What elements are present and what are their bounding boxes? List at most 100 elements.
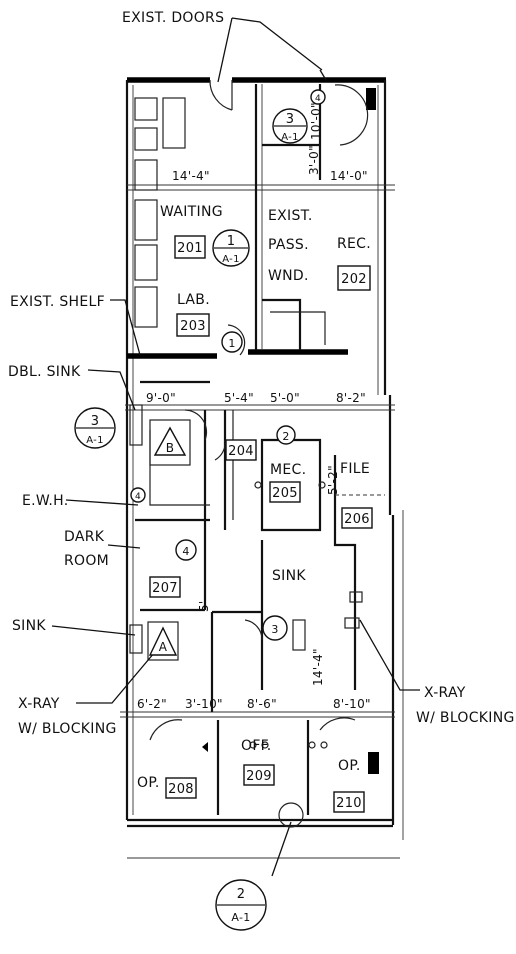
label-sink-left: SINK xyxy=(12,618,46,634)
door-swing-lab xyxy=(227,324,246,356)
equipment-block-top xyxy=(366,88,376,110)
equipment-mark-b: B xyxy=(166,441,175,455)
label-off: OFF. xyxy=(241,738,272,754)
triangle-b xyxy=(153,426,187,456)
section-mark-bottom-number: 2 xyxy=(237,887,246,902)
leader-bottom-section xyxy=(271,821,292,877)
dim-8-10: 8'-10" xyxy=(333,697,371,711)
door-mark-4: 4 xyxy=(182,545,189,558)
door-mark-1: 1 xyxy=(228,337,235,350)
callout-labels: EXIST. DOORS EXIST. SHELF DBL. SINK E.W.… xyxy=(8,10,515,737)
right-exterior-wall xyxy=(383,80,395,825)
walls xyxy=(120,77,404,859)
dim-3-10: 3'-10" xyxy=(185,697,223,711)
door-mark-ewh: 4 xyxy=(135,492,141,502)
fixtures xyxy=(129,79,379,774)
chair-2 xyxy=(162,97,186,149)
leader-exist-doors-tick xyxy=(319,69,327,81)
leader-sink-left xyxy=(51,625,136,636)
door-marks: 1 2 4 4 3 4 xyxy=(130,89,326,641)
arrow-marker xyxy=(202,742,208,752)
section-mark-left: 3 A-1 xyxy=(74,407,116,449)
room-number-204: 204 xyxy=(228,444,254,459)
label-rec: REC. xyxy=(337,236,371,252)
label-exist-pass-2: PASS. xyxy=(268,237,309,253)
section-mark-bottom-sheet: A-1 xyxy=(231,911,250,924)
dim-14-4-top: 14'-4" xyxy=(172,169,210,183)
section-mark-mid-number: 1 xyxy=(227,234,236,249)
equipment-marks: B A xyxy=(148,426,187,656)
door-mark-3: 3 xyxy=(271,623,278,636)
pass-window-frame xyxy=(262,298,302,350)
xray-block-right xyxy=(349,591,363,603)
label-sink-mid: SINK xyxy=(272,568,306,584)
leader-exist-doors-right xyxy=(231,17,323,71)
section-mark-left-sheet: A-1 xyxy=(86,435,104,446)
dim-5-vertical: 5'- xyxy=(197,596,211,612)
dim-14-4-vertical: 14'-4" xyxy=(311,648,325,686)
leader-exist-shelf xyxy=(110,299,141,356)
sink-fixture-left xyxy=(129,624,143,654)
ewh-closet xyxy=(149,430,210,506)
dimensions: 14'-4" 14'-0" 9'-0" 5'-4" 5'-0" 8'-2" 6'… xyxy=(137,102,371,711)
section-cut-circle xyxy=(278,802,304,828)
door-mark-closet: 4 xyxy=(315,94,321,104)
door-swing-op xyxy=(244,619,263,641)
label-mec: MEC. xyxy=(270,462,306,478)
equipment-block-bottom xyxy=(368,752,379,774)
dim-5-2-vertical: 5'-2" xyxy=(326,465,340,495)
chair-6 xyxy=(134,244,158,281)
equipment-mark-a: A xyxy=(159,640,168,654)
room-number-205: 205 xyxy=(272,486,298,501)
room-number-210: 210 xyxy=(336,796,362,811)
room-number-209: 209 xyxy=(246,769,272,784)
label-xray-right-2: W/ BLOCKING xyxy=(416,710,515,726)
chair-5 xyxy=(134,199,158,241)
section-marks: 3 A-1 1 A-1 3 A-1 2 A-1 xyxy=(74,108,308,931)
door-mark-2: 2 xyxy=(282,430,289,443)
room-labels: WAITING LAB. EXIST. PASS. WND. REC. MEC.… xyxy=(137,204,371,791)
wall-detail-circles xyxy=(249,481,328,749)
room-numbers: 201 202 203 204 205 206 207 208 209 210 xyxy=(149,235,373,813)
door-swing-hall xyxy=(214,439,226,461)
room-number-208: 208 xyxy=(168,782,194,797)
triangle-a xyxy=(148,626,178,656)
leader-dark-room xyxy=(107,544,141,549)
dim-5-4: 5'-4" xyxy=(224,391,254,405)
label-exist-doors: EXIST. DOORS xyxy=(122,10,224,26)
label-room: ROOM xyxy=(64,553,109,569)
label-exist-pass-1: EXIST. xyxy=(268,208,313,224)
dim-8-6: 8'-6" xyxy=(247,697,277,711)
label-op-right: OP. xyxy=(338,758,361,774)
xray-block-right-2 xyxy=(344,617,360,629)
section-mark-top-sheet: A-1 xyxy=(281,132,299,143)
section-mark-mid: 1 A-1 xyxy=(212,229,250,267)
label-op-left: OP. xyxy=(137,775,160,791)
mec-room xyxy=(260,438,322,532)
dim-6-2: 6'-2" xyxy=(137,697,167,711)
bottom-exterior-wall xyxy=(127,818,393,828)
door-swing-darkroom xyxy=(184,409,208,441)
dbl-sink-fixture xyxy=(129,404,143,446)
sink-fixture-mid xyxy=(292,619,306,651)
label-ewh: E.W.H. xyxy=(22,493,69,509)
section-mark-bottom: 2 A-1 xyxy=(215,879,267,931)
section-mark-mid-sheet: A-1 xyxy=(222,254,240,265)
label-dbl-sink: DBL. SINK xyxy=(8,364,81,380)
pass-window-counter xyxy=(270,311,326,345)
dim-9-0: 9'-0" xyxy=(146,391,176,405)
chair-3 xyxy=(134,127,158,151)
dim-5-0: 5'-0" xyxy=(270,391,300,405)
room-number-202: 202 xyxy=(341,272,367,287)
label-xray-left-1: X-RAY xyxy=(18,696,60,712)
label-exist-pass-3: WND. xyxy=(268,268,309,284)
section-mark-top-number: 3 xyxy=(286,112,295,127)
label-lab: LAB. xyxy=(177,292,210,308)
leader-lines xyxy=(51,17,420,877)
door-swing-op208 xyxy=(149,719,183,741)
leader-xray-right xyxy=(359,619,420,691)
dental-chair-a xyxy=(147,621,179,661)
section-mark-top: 3 A-1 xyxy=(272,108,308,144)
dim-14-0-top: 14'-0" xyxy=(330,169,368,183)
